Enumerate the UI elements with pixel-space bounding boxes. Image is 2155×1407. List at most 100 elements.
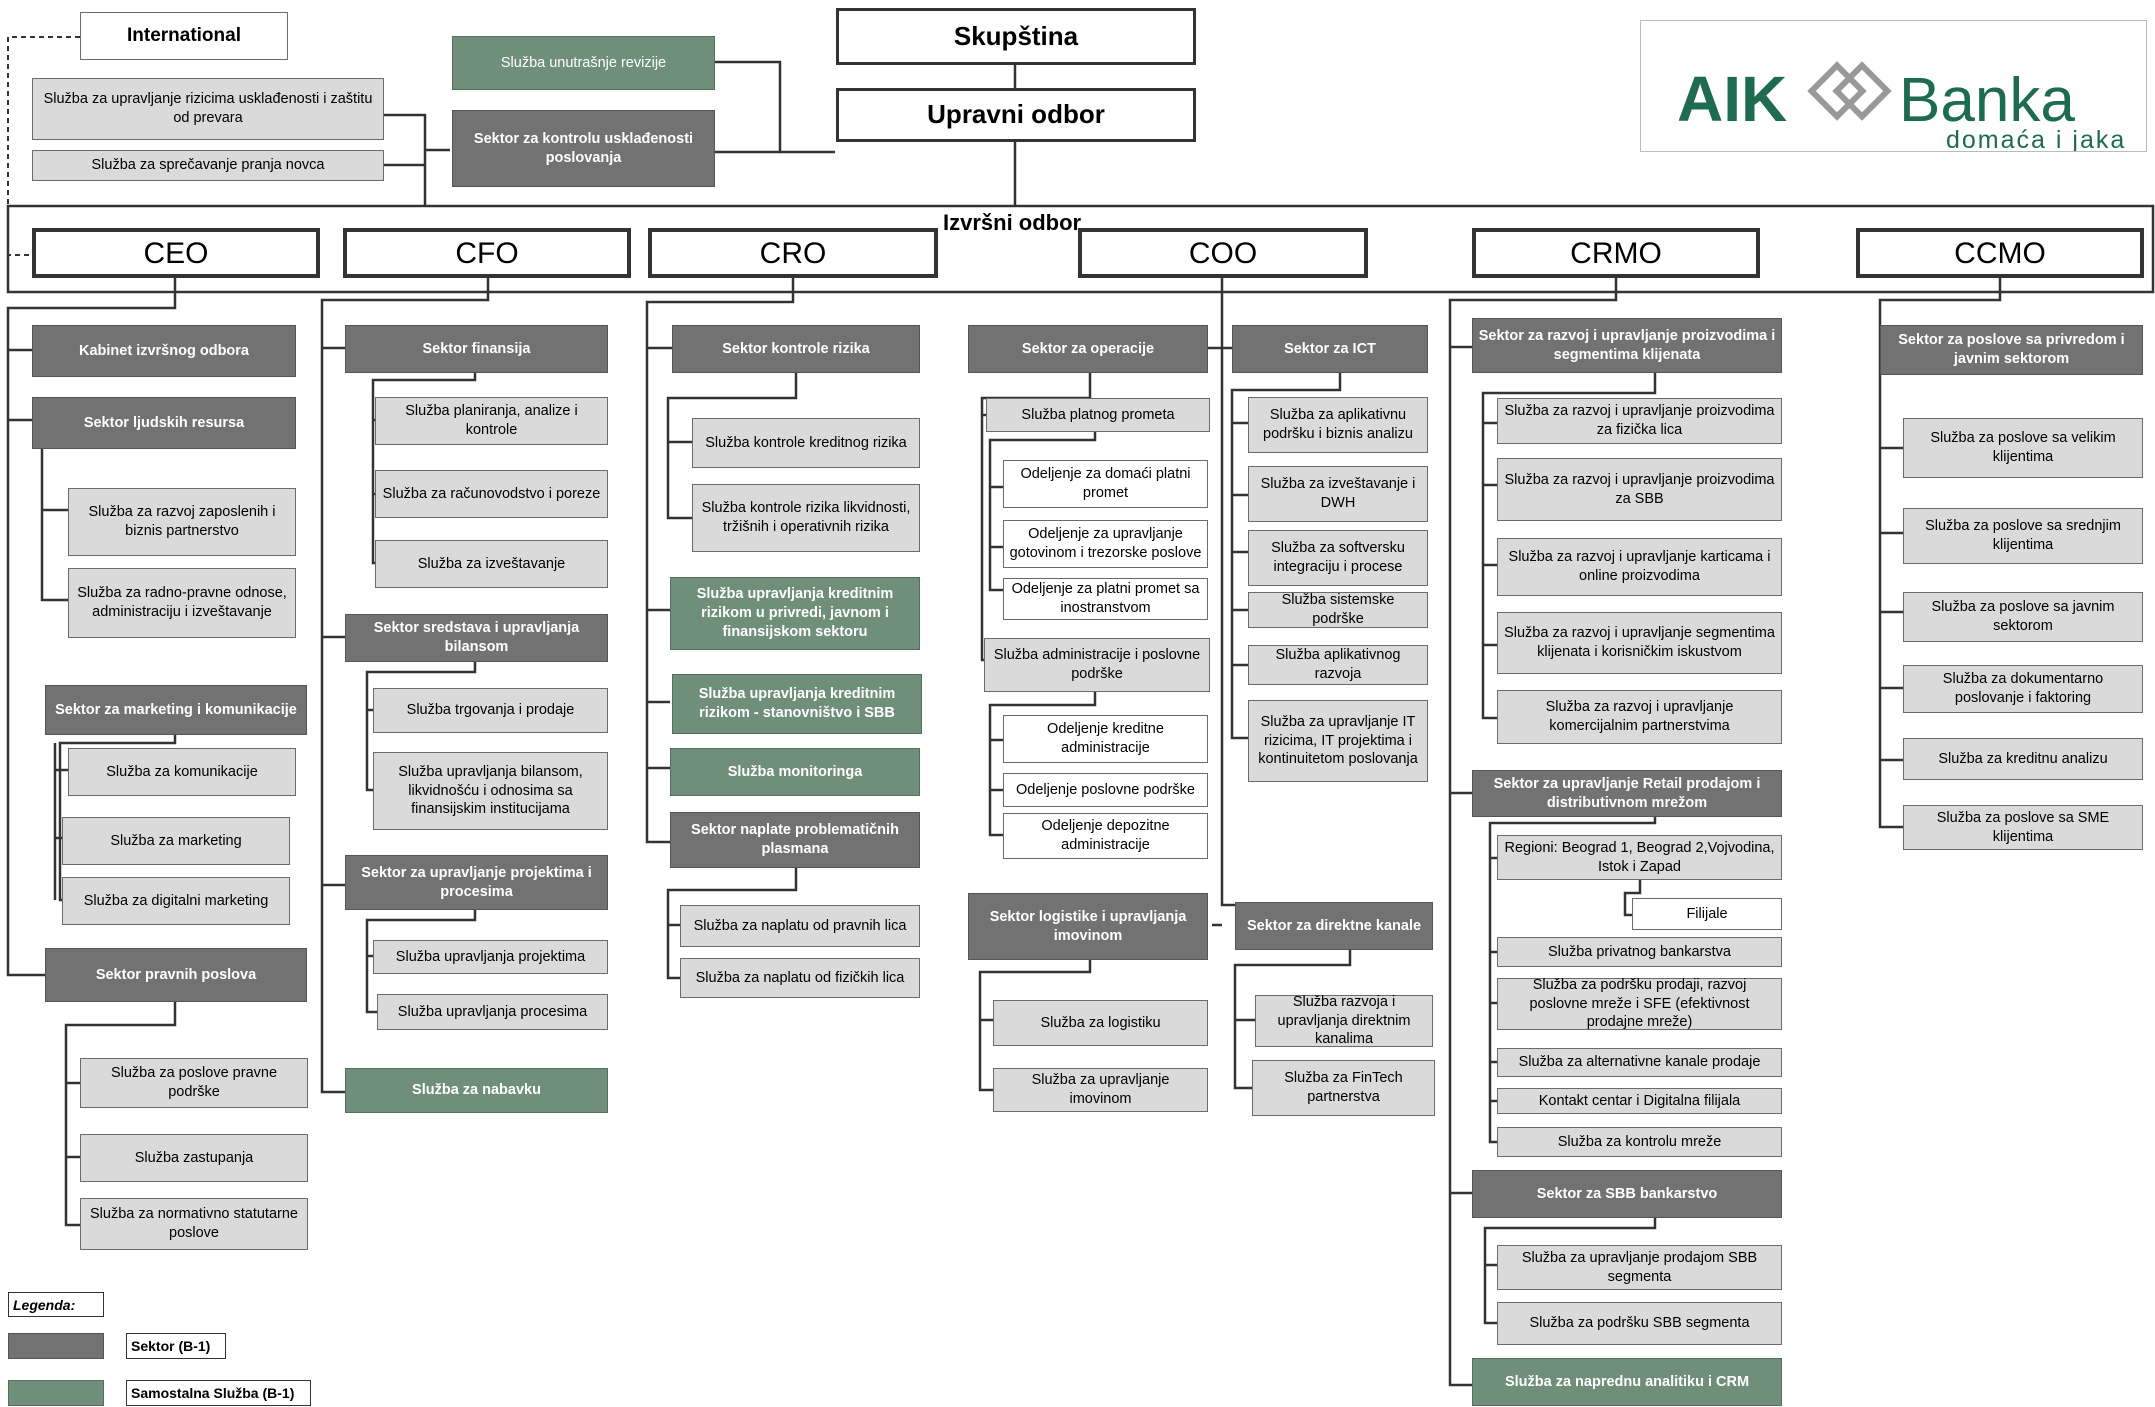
crmo-filijale: Filijale — [1632, 898, 1782, 930]
pranje-novca-box: Služba za sprečavanje pranja novca — [32, 150, 384, 181]
cfo-sredstva: Sektor sredstava i upravljanja bilansom — [345, 614, 608, 662]
cro-kreditni: Služba kontrole kreditnog rizika — [692, 418, 920, 468]
cro-naplata: Sektor naplate problematičnih plasmana — [670, 812, 920, 868]
revizija-box: Služba unutrašnje revizije — [452, 36, 715, 90]
ccmo-dokumentarno: Služba za dokumentarno poslovanje i fakt… — [1903, 665, 2143, 713]
cro-fizicka-lica: Služba za naplatu od fizičkih lica — [680, 958, 920, 998]
ceo-radno-pravne: Služba za radno-pravne odnose, administr… — [68, 568, 296, 638]
cfo-nabavka: Služba za nabavku — [345, 1068, 608, 1113]
crmo-prodaja-sbb: Služba za upravljanje prodajom SBB segme… — [1497, 1245, 1782, 1290]
cfo-finansije: Sektor finansija — [345, 325, 608, 373]
cro-likvidnost: Služba kontrole rizika likvidnosti, trži… — [692, 484, 920, 552]
coo-imovina: Služba za upravljanje imovinom — [993, 1068, 1208, 1112]
cfo-bilans: Služba upravljanja bilansom, likvidnošću… — [373, 752, 608, 830]
coo-direktni: Sektor za direktne kanale — [1235, 902, 1433, 950]
ccmo-javni: Služba za poslove sa javnim sektorom — [1903, 592, 2143, 642]
crmo-kartice: Služba za razvoj i upravljanje karticama… — [1497, 538, 1782, 596]
exec-cro: CRO — [648, 228, 938, 278]
izvrsni-odbor-label: Izvršni odbor — [943, 210, 1082, 235]
ceo-razvoj-zaposlenih: Služba za razvoj zaposlenih i biznis par… — [68, 488, 296, 556]
coo-it-rizici: Služba za upravljanje IT rizicima, IT pr… — [1248, 700, 1428, 782]
exec-crmo: CRMO — [1472, 228, 1760, 278]
ccmo-veliki: Služba za poslove sa velikim klijentima — [1903, 418, 2143, 478]
ceo-zastupanje: Služba zastupanja — [80, 1134, 308, 1182]
crmo-fizicka: Služba za razvoj i upravljanje proizvodi… — [1497, 398, 1782, 444]
crmo-podrska-sbb: Služba za podršku SBB segmenta — [1497, 1302, 1782, 1345]
ceo-digitalni: Služba za digitalni marketing — [62, 877, 290, 925]
coo-poslovna-podrska: Odeljenje poslovne podrške — [1003, 773, 1208, 807]
cro-stanovnistvo: Služba upravljanja kreditnim rizikom - s… — [672, 674, 922, 734]
ceo-ljudski: Sektor ljudskih resursa — [32, 397, 296, 449]
rizik-prevare-box: Služba za upravljanje rizicima usklađeno… — [32, 78, 384, 140]
crmo-retail: Sektor za upravljanje Retail prodajom i … — [1472, 770, 1782, 817]
crmo-segmenti: Služba za razvoj i upravljanje segmentim… — [1497, 612, 1782, 674]
coo-softverska: Služba za softversku integraciju i proce… — [1248, 530, 1428, 586]
uskladjenost-box: Sektor za kontrolu usklađenosti poslovan… — [452, 110, 715, 187]
ccmo-srednji: Služba za poslove sa srednjim klijentima — [1903, 508, 2143, 564]
upravni-odbor-box: Upravni odbor — [836, 88, 1196, 142]
legend-title: Legenda: — [8, 1292, 104, 1317]
skupstina-box: Skupština — [836, 8, 1196, 65]
ceo-pravni: Sektor pravnih poslova — [45, 948, 307, 1002]
legend-sektor-label: Sektor (B-1) — [126, 1333, 226, 1359]
coo-domaci: Odeljenje za domaći platni promet — [1003, 460, 1208, 508]
coo-razvoj: Služba aplikativnog razvoja — [1248, 645, 1428, 685]
crmo-analitika: Služba za naprednu analitiku i CRM — [1472, 1358, 1782, 1406]
coo-logistika: Služba za logistiku — [993, 1000, 1208, 1046]
coo-administracija: Služba administracije i poslovne podrške — [984, 638, 1210, 692]
crmo-alternativni: Služba za alternativne kanale prodaje — [1497, 1048, 1782, 1077]
coo-kreditna-adm: Odeljenje kreditne administracije — [1003, 715, 1208, 763]
cfo-procesi: Služba upravljanja procesima — [377, 994, 608, 1030]
cro-privreda: Služba upravljanja kreditnim rizikom u p… — [670, 577, 920, 650]
coo-ict: Sektor za ICT — [1232, 325, 1428, 373]
logo-banka-text: Banka — [1899, 66, 2075, 135]
coo-inostranstvo: Odeljenje za platni promet sa inostranst… — [1003, 578, 1208, 620]
exec-ccmo: CCMO — [1856, 228, 2144, 278]
logo-tagline: domaća i jaka — [1946, 126, 2126, 151]
coo-gotovina: Odeljenje za upravljanje gotovinom i tre… — [1003, 520, 1208, 568]
crmo-sbb-proizvodi: Služba za razvoj i upravljanje proizvodi… — [1497, 458, 1782, 521]
logo-aik-text: AIK — [1677, 63, 1787, 135]
cfo-trgovanje: Služba trgovanja i prodaje — [373, 688, 608, 733]
cfo-planiranje: Služba planiranja, analize i kontrole — [375, 397, 608, 445]
cfo-izvestavanje: Služba za izveštavanje — [375, 540, 608, 588]
aik-banka-logo: AIK Banka domaća i jaka — [1640, 20, 2147, 154]
coo-depozitna: Odeljenje depozitne administracije — [1003, 813, 1208, 859]
coo-fintech: Služba za FinTech partnerstva — [1252, 1060, 1435, 1116]
legend-samostalna-label: Samostalna Služba (B-1) — [126, 1380, 311, 1406]
ceo-kabinet: Kabinet izvršnog odbora — [32, 325, 296, 377]
ceo-pravna-podrska: Služba za poslove pravne podrške — [80, 1058, 308, 1108]
legend-sektor-swatch — [8, 1333, 104, 1359]
ceo-marketing-sektor: Sektor za marketing i komunikacije — [45, 685, 307, 735]
coo-sistemska: Služba sistemske podrške — [1248, 592, 1428, 628]
crmo-proizvodi: Sektor za razvoj i upravljanje proizvodi… — [1472, 318, 1782, 373]
coo-operacije: Sektor za operacije — [968, 325, 1208, 373]
international-box: International — [80, 12, 288, 60]
crmo-regioni: Regioni: Beograd 1, Beograd 2,Vojvodina,… — [1497, 835, 1782, 880]
crmo-privatno: Služba privatnog bankarstva — [1497, 937, 1782, 967]
ceo-komunikacije: Služba za komunikacije — [68, 748, 296, 796]
ceo-marketing: Služba za marketing — [62, 817, 290, 865]
exec-cfo: CFO — [343, 228, 631, 278]
coo-logistika-sektor: Sektor logistike i upravljanja imovinom — [968, 893, 1208, 960]
cfo-projekti: Služba upravljanja projektima — [373, 940, 608, 974]
exec-coo: COO — [1078, 228, 1368, 278]
crmo-kontrola-mreze: Služba za kontrolu mreže — [1497, 1127, 1782, 1157]
cro-monitoring: Služba monitoringa — [670, 748, 920, 796]
cfo-racunovodstvo: Služba za računovodstvo i poreze — [375, 470, 608, 518]
ccmo-sme: Služba za poslove sa SME klijentima — [1903, 805, 2143, 850]
exec-ceo: CEO — [32, 228, 320, 278]
crmo-kontakt: Kontakt centar i Digitalna filijala — [1497, 1088, 1782, 1114]
ccmo-privreda: Sektor za poslove sa privredom i javnim … — [1880, 325, 2143, 375]
cro-pravna-lica: Služba za naplatu od pravnih lica — [680, 905, 920, 947]
legend-samostalna-swatch — [8, 1380, 104, 1406]
crmo-komercijalni: Služba za razvoj i upravljanje komercija… — [1497, 690, 1782, 744]
coo-dwh: Služba za izveštavanje i DWH — [1248, 466, 1428, 522]
ccmo-kreditna: Služba za kreditnu analizu — [1903, 738, 2143, 780]
coo-direktni-sluzba: Služba razvoja i upravljanja direktnim k… — [1255, 994, 1433, 1047]
crmo-sbb: Sektor za SBB bankarstvo — [1472, 1170, 1782, 1218]
coo-platni: Služba platnog prometa — [986, 398, 1210, 432]
cfo-projekti-sektor: Sektor za upravljanje projektima i proce… — [345, 855, 608, 910]
coo-aplikativna: Služba za aplikativnu podršku i biznis a… — [1248, 397, 1428, 453]
